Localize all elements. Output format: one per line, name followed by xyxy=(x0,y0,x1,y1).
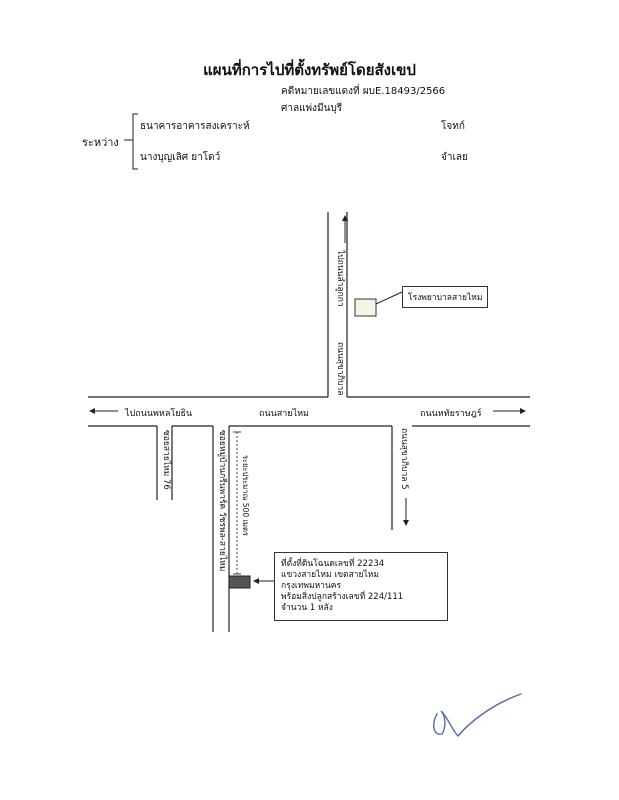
court-name: ศาลแพ่งมีนบุรี xyxy=(281,103,343,114)
soi-village-label: ซอยหมู่บ้านกรีนพาร์ค วัชรพล-สายไหม xyxy=(217,430,227,572)
upper-road-label: ถนนสุขาภิบาล xyxy=(335,342,345,396)
page-title: แผนที่การไปที่ตั้งทรัพย์โดยสังเขป xyxy=(203,61,416,79)
property-deed-line: ที่ตั้งที่ดินโฉนดเลขที่ 22234 xyxy=(281,559,385,569)
property-location-line: แขวงสายไหม เขตสายไหม กรุงเทพมหานคร xyxy=(281,570,379,591)
hospital-callout: โรงพยาบาลสายไหม xyxy=(402,286,489,308)
sukhaphiban-5-label: ถนนสุขาภิบาล 5 xyxy=(399,428,409,490)
between-label: ระหว่าง xyxy=(82,136,119,149)
to-hathairat-label: ถนนหทัยราษฎร์ xyxy=(420,409,482,419)
distance-label: ระยะประมาณ 500 เมตร xyxy=(241,455,250,536)
plaintiff-role: โจทก์ xyxy=(441,121,465,132)
property-count-line: จำนวน 1 หลัง xyxy=(281,603,333,613)
plaintiff-name: ธนาคารอาคารสงเคราะห์ xyxy=(140,121,250,132)
property-callout: ที่ตั้งที่ดินโฉนดเลขที่ 22234 แขวงสายไหม… xyxy=(274,552,448,621)
to-lam-luk-ka-label: ไปถนนลำลูกกา xyxy=(335,250,345,307)
case-number: คดีหมายเลขแดงที่ ผบE.18493/2566 xyxy=(281,86,446,97)
road-sai-mai-label: ถนนสายไหม xyxy=(259,409,309,419)
soi-76-label: ซอยสายไหม 76 xyxy=(161,430,171,490)
to-phahonyothin-label: ไปถนนพหลโยธิน xyxy=(125,409,193,419)
defendant-name: นางบุญเลิศ ยาโดว์ xyxy=(140,152,221,163)
hospital-label: โรงพยาบาลสายไหม xyxy=(408,293,483,303)
defendant-role: จำเลย xyxy=(441,152,468,163)
property-building-line: พร้อมสิ่งปลูกสร้างเลขที่ 224/111 xyxy=(281,592,404,602)
